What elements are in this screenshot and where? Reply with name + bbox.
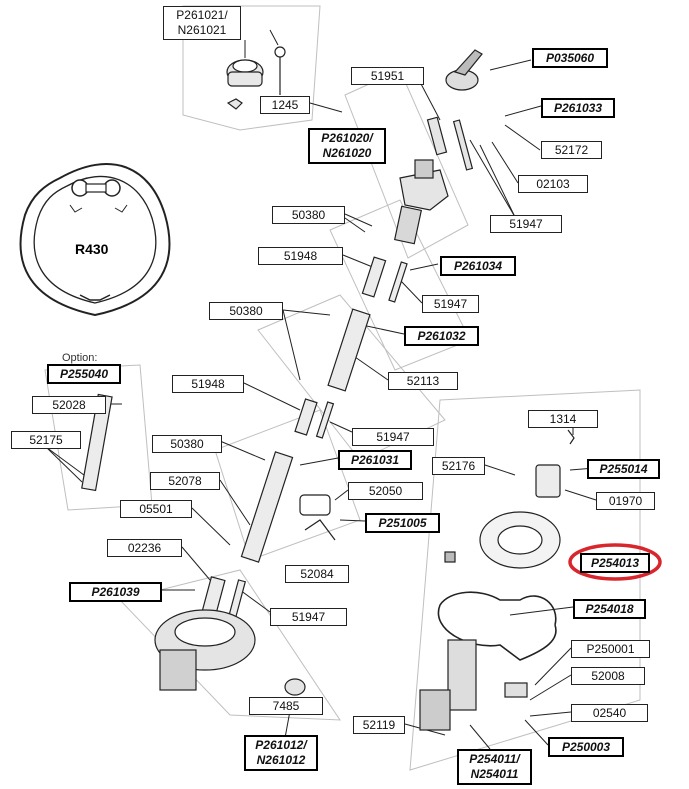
part-label-52175: 52175 xyxy=(11,431,81,449)
upper-tube-parts xyxy=(327,256,408,392)
option-tube-part xyxy=(81,393,113,492)
part-label-02103: 02103 xyxy=(518,175,588,193)
middle-tube-parts xyxy=(240,398,335,563)
part-label-p250003: P250003 xyxy=(548,737,624,757)
part-label-02236: 02236 xyxy=(107,539,182,557)
part-label-1314: 1314 xyxy=(528,410,598,428)
r430-profile-shape: R430 xyxy=(19,163,171,317)
part-label-52113: 52113 xyxy=(388,372,458,390)
part-label-p035060: P035060 xyxy=(532,48,608,68)
part-label-52084: 52084 xyxy=(285,565,349,583)
part-label-p261021: P261021/ N261021 xyxy=(163,6,241,40)
highlight-ring xyxy=(568,543,662,581)
part-label-51947-c: 51947 xyxy=(352,428,434,446)
part-label-p250001: P250001 xyxy=(571,640,650,658)
part-label-52078: 52078 xyxy=(150,472,220,490)
part-label-p255014: P255014 xyxy=(587,459,660,479)
base-assembly xyxy=(154,609,306,696)
part-label-51948-b: 51948 xyxy=(172,375,244,393)
part-label-52028: 52028 xyxy=(32,396,106,414)
group-outline-top xyxy=(182,5,321,131)
tilt-knob-part xyxy=(445,49,483,91)
part-label-01970: 01970 xyxy=(596,492,655,510)
part-label-p255040: P255040 xyxy=(47,364,121,384)
part-label-50380-c: 50380 xyxy=(152,435,222,453)
part-label-p261034: P261034 xyxy=(440,256,516,276)
part-label-51947-a: 51947 xyxy=(490,215,562,233)
top-cap-assembly xyxy=(226,46,286,110)
part-label-51951: 51951 xyxy=(351,67,424,85)
part-label-p261039: P261039 xyxy=(69,582,162,602)
head-assembly xyxy=(393,116,474,245)
group-outline-lower-tube xyxy=(214,409,361,561)
part-label-50380-b: 50380 xyxy=(209,302,283,320)
part-label-02540: 02540 xyxy=(571,704,648,722)
option-label: Option: xyxy=(62,352,98,364)
part-label-p254011: P254011/ N254011 xyxy=(457,749,532,785)
part-label-51948-a: 51948 xyxy=(258,247,343,265)
group-outline-right xyxy=(409,389,641,771)
part-label-1245: 1245 xyxy=(260,96,310,114)
part-label-p261032: P261032 xyxy=(404,326,479,346)
part-label-p251005: P251005 xyxy=(365,513,440,533)
part-label-p261012: P261012/ N261012 xyxy=(244,735,318,771)
part-label-7485: 7485 xyxy=(249,697,323,715)
part-label-50380-a: 50380 xyxy=(272,206,345,224)
r430-profile-label: R430 xyxy=(75,241,109,257)
part-label-51947-b: 51947 xyxy=(422,295,479,313)
part-label-51947-d: 51947 xyxy=(270,608,347,626)
part-label-52008: 52008 xyxy=(571,667,645,685)
part-label-p261031: P261031 xyxy=(338,450,412,470)
part-label-p261020: P261020/ N261020 xyxy=(308,128,386,164)
part-label-52172: 52172 xyxy=(541,141,602,159)
part-label-p261033: P261033 xyxy=(541,98,615,118)
part-label-52176: 52176 xyxy=(432,457,485,475)
part-label-05501: 05501 xyxy=(120,500,192,518)
part-label-p254018: P254018 xyxy=(573,599,646,619)
part-label-p254013[interactable]: P254013 xyxy=(580,553,650,573)
winch-assembly xyxy=(419,429,575,731)
part-label-52119: 52119 xyxy=(353,716,405,734)
part-label-52050: 52050 xyxy=(348,482,423,500)
